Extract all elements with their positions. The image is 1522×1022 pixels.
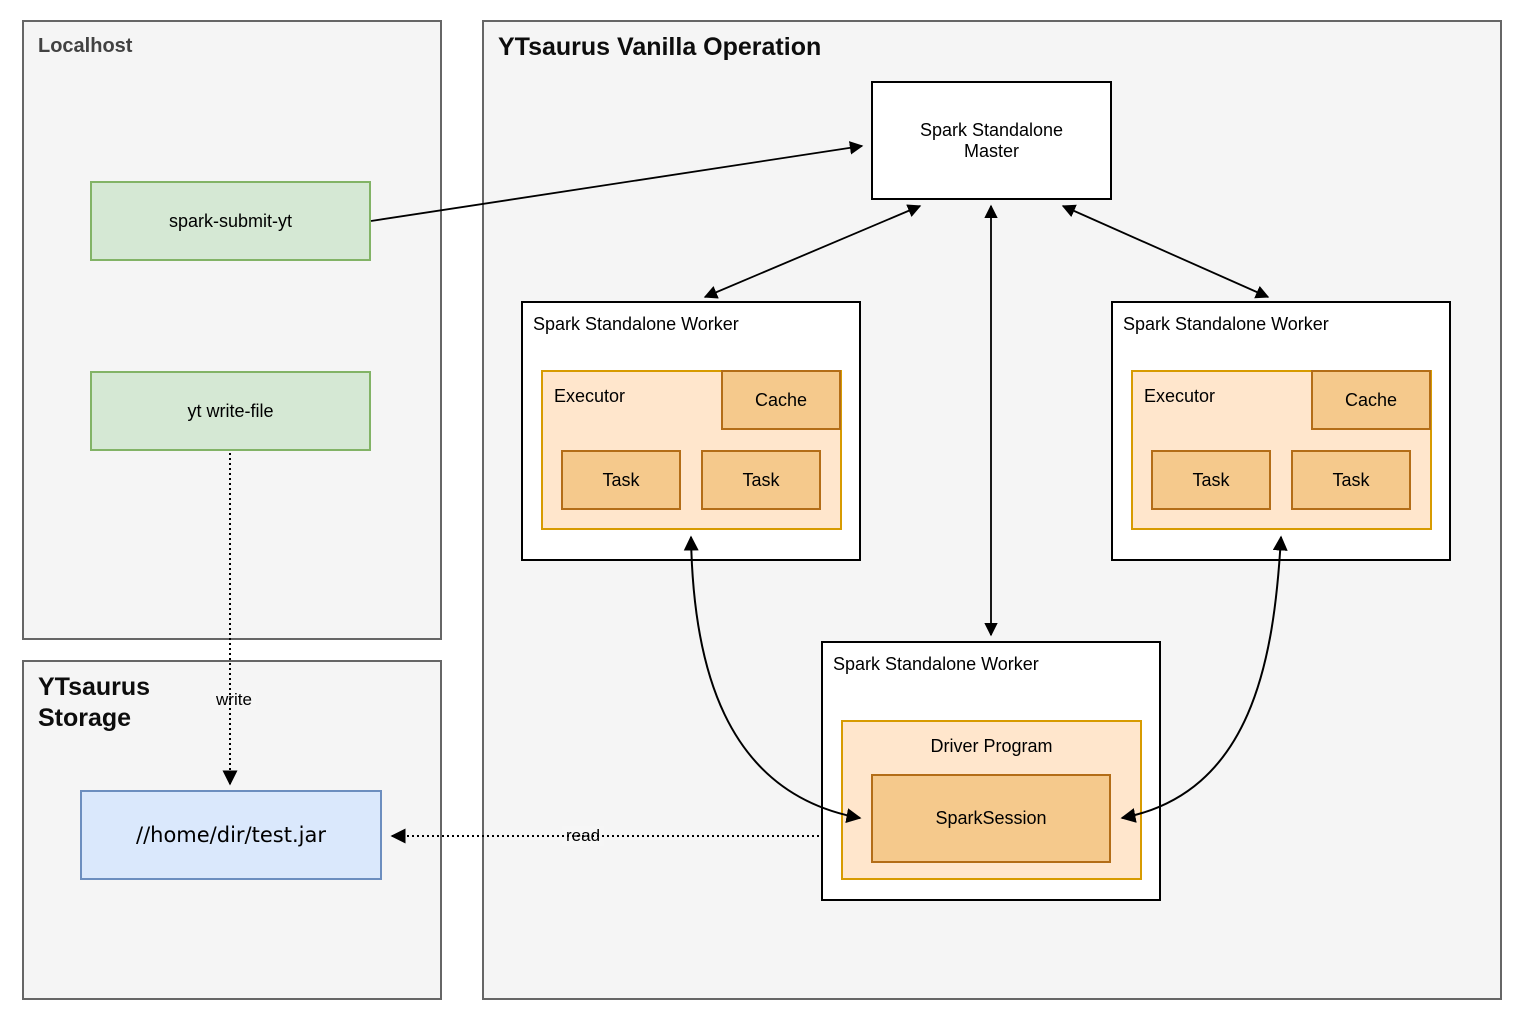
spark-session-label: SparkSession: [935, 808, 1047, 828]
worker-left-task-2-label: Task: [742, 469, 780, 490]
write-edge-label: write: [212, 690, 256, 710]
worker-driver-title: Spark Standalone Worker: [833, 654, 1039, 674]
spark-submit-yt-node: spark-submit-yt: [90, 181, 371, 261]
worker-left-title: Spark Standalone Worker: [533, 314, 739, 334]
spark-submit-yt-label: spark-submit-yt: [168, 210, 293, 231]
spark-session-node: SparkSession: [871, 774, 1111, 863]
worker-right-cache-label: Cache: [1344, 389, 1398, 410]
worker-left-cache-label: Cache: [754, 389, 808, 410]
worker-right-task-1: Task: [1151, 450, 1271, 510]
jar-file-node: //home/dir/test.jar: [80, 790, 382, 880]
worker-left-task-1-label: Task: [602, 469, 640, 490]
worker-right-cache: Cache: [1311, 370, 1431, 430]
worker-right-task-2: Task: [1291, 450, 1411, 510]
worker-left-task-2: Task: [701, 450, 821, 510]
driver-program-label: Driver Program: [930, 736, 1053, 756]
yt-write-file-node: yt write-file: [90, 371, 371, 451]
worker-right-task-1-label: Task: [1192, 469, 1230, 490]
worker-right-title: Spark Standalone Worker: [1123, 314, 1329, 334]
read-edge-label: read: [562, 826, 605, 846]
localhost-title: Localhost: [38, 35, 133, 57]
localhost-group: Localhost: [22, 20, 442, 640]
jar-file-label: //home/dir/test.jar: [136, 823, 326, 847]
worker-left-task-1: Task: [561, 450, 681, 510]
worker-left-cache: Cache: [721, 370, 841, 430]
operation-title: YTsaurus Vanilla Operation: [498, 33, 822, 61]
yt-write-file-label: yt write-file: [187, 400, 274, 421]
worker-right-executor-label: Executor: [1144, 386, 1216, 406]
worker-left-executor-label: Executor: [554, 386, 626, 406]
storage-title: YTsaurus Storage: [38, 673, 151, 733]
master-node: Spark Standalone Master: [871, 81, 1112, 200]
master-label: Spark Standalone Master: [919, 119, 1064, 161]
worker-right-task-2-label: Task: [1332, 469, 1370, 490]
